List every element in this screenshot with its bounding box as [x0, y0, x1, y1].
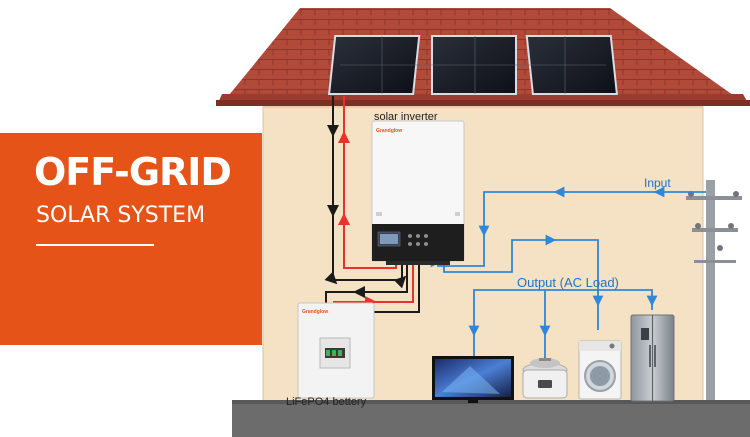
refrigerator-icon: [630, 314, 675, 402]
output-label: Output (AC Load): [517, 275, 619, 290]
battery-label: LiFePO4 bettery: [286, 396, 367, 408]
washing-machine-icon: [578, 340, 622, 400]
solar-panels: [328, 35, 618, 95]
input-label: Input: [644, 176, 671, 190]
tv-icon: [432, 356, 514, 403]
ground: [232, 400, 750, 437]
inverter-brand-logo: Grandglow: [376, 128, 403, 134]
banner-subtitle: SOLAR SYSTEM: [36, 203, 206, 228]
lifepo4-battery: [297, 302, 375, 399]
inverter-label: solar inverter: [374, 111, 438, 123]
rice-cooker-icon: [522, 358, 568, 399]
banner-title: OFF-GRID: [34, 150, 232, 194]
battery-brand-logo: Grandglow: [302, 309, 329, 315]
banner-divider: [36, 244, 154, 246]
solar-inverter: [371, 120, 465, 265]
title-banner: [0, 133, 262, 345]
